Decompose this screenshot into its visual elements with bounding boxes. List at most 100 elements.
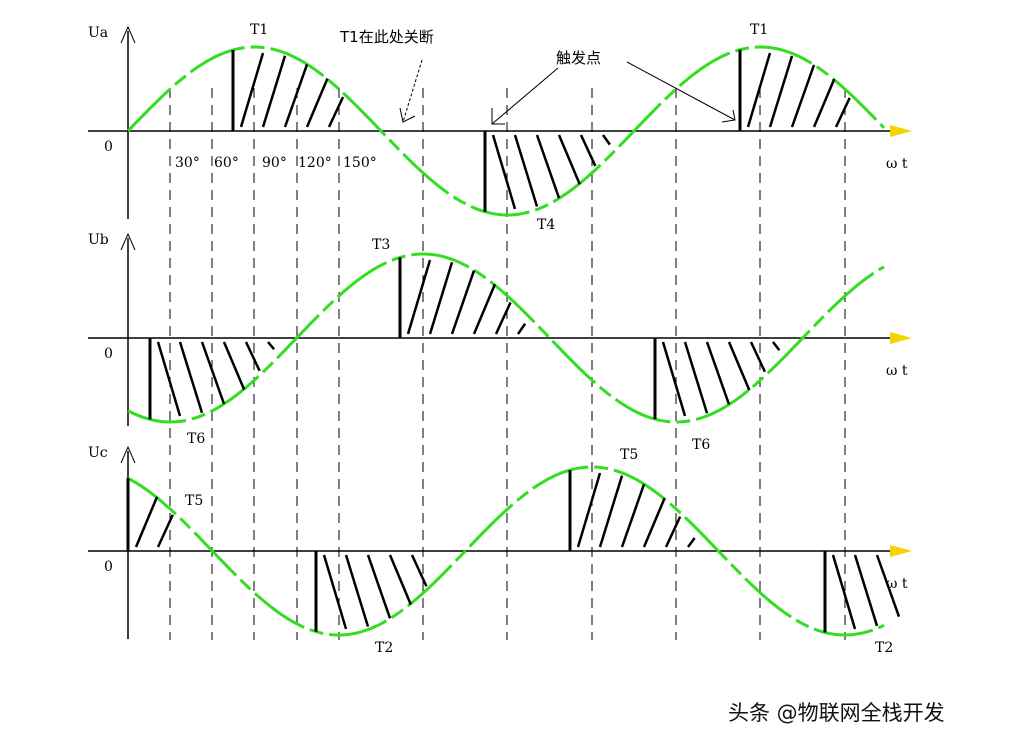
trigger-arrow-left [491,67,559,125]
label-t5: T5 [185,493,203,509]
axis-arrow-up-icon [120,445,136,464]
hatch-line [406,259,432,335]
hatch-line [642,497,666,548]
hatch-line [812,78,836,128]
axis-arrow-up-icon [120,232,136,251]
hatch-line [388,554,412,605]
conduction-hatch [653,338,781,420]
conduction-hatch [398,257,527,338]
label-t4: T4 [537,217,555,233]
hatch-line [134,496,159,548]
trigger-arrow-right [626,61,736,121]
hatch-line [875,554,901,618]
phase-label: Ua [88,25,108,41]
hatch-line [450,270,476,335]
hatch-line [156,341,182,417]
panel-ub: Ub 0 ω t [88,232,912,426]
origin-label: 0 [104,346,113,362]
hatch-line [428,261,454,335]
angle-30: 30° [175,155,200,171]
hatch-line [790,64,816,128]
hatch-line [601,134,611,146]
phase-waveform [126,45,886,217]
hatch-line [535,134,561,199]
watermark: 头条 @物联网全栈开发 [728,701,945,725]
hatch-line [705,341,731,405]
label-t3: T3 [372,237,390,253]
phase-label: Ub [88,232,109,248]
label-t2: T2 [375,640,393,656]
omega-t-label: ω t [886,363,908,379]
hatch-line [222,341,246,390]
hatch-line [322,554,348,630]
hatch-line [366,554,392,619]
hatch-line [727,341,751,391]
hatch-line [491,134,517,210]
trigger-arrowhead-right [721,109,736,123]
angle-150: 150° [343,155,377,171]
hatch-line [576,472,602,548]
hatch-line [410,554,428,587]
hatch-line [305,78,329,128]
phase-waveform [127,252,885,424]
hatch-line [267,341,276,351]
hatch-line [664,516,682,548]
axis-arrow-icon [890,332,912,344]
conduction-hatch [314,551,428,632]
hatch-line [283,64,309,128]
trigger-note: 触发点 [556,49,601,67]
hatch-line [661,341,687,417]
label-t6: T6 [187,431,205,447]
conduction-hatch [126,478,174,551]
hatch-line [472,283,497,335]
hatch-line [327,96,345,128]
conduction-hatch [568,470,696,551]
label-t2-second: T2 [875,640,893,656]
hatch-line [749,341,767,373]
origin-label: 0 [104,559,113,575]
origin-label: 0 [104,139,113,155]
axis-arrow-up-icon [120,25,136,44]
hatch-line [579,134,597,167]
hatch-line [261,55,287,128]
hatch-line [772,341,781,352]
angle-60: 60° [214,155,239,171]
angle-120: 120° [298,155,332,171]
hatch-line [200,341,226,405]
hatch-line [244,341,261,372]
hatch-line [620,483,646,548]
thyristor-labels: T1 T4 T1 T6 T3 T6 T5 T2 T5 T2 [185,22,893,656]
hatch-line [494,301,512,335]
label-t6-second: T6 [692,437,710,453]
hatch-line [831,554,857,630]
phase-waveform [127,465,885,637]
conduction-hatch [823,551,901,633]
turn-off-note: T1在此处关断 [339,28,434,46]
hatch-line [239,52,265,128]
label-t5-second: T5 [620,447,638,463]
hatch-line [683,341,709,414]
hatch-line [686,537,696,548]
omega-t-label: ω t [886,576,908,592]
hatch-line [768,55,794,128]
axis-arrow-icon [890,545,912,557]
trigger-arrowhead-left [491,108,505,125]
conduction-hatch [738,49,851,131]
label-t1: T1 [250,22,268,38]
turn-off-arrowhead [399,107,416,123]
conduction-hatch [148,338,276,420]
conduction-hatch [231,49,345,131]
hatch-line [344,554,370,627]
hatch-line [513,134,539,207]
hatch-line [834,97,851,128]
omega-t-label: ω t [886,156,908,172]
hatch-line [156,514,174,548]
annotations: T1在此处关断 触发点 [339,28,736,125]
hatch-line [598,475,624,548]
hatch-line [746,52,772,128]
hatch-line [853,554,879,627]
hatch-line [178,341,204,414]
panel-ua: Ua 0 ω t [88,25,912,219]
